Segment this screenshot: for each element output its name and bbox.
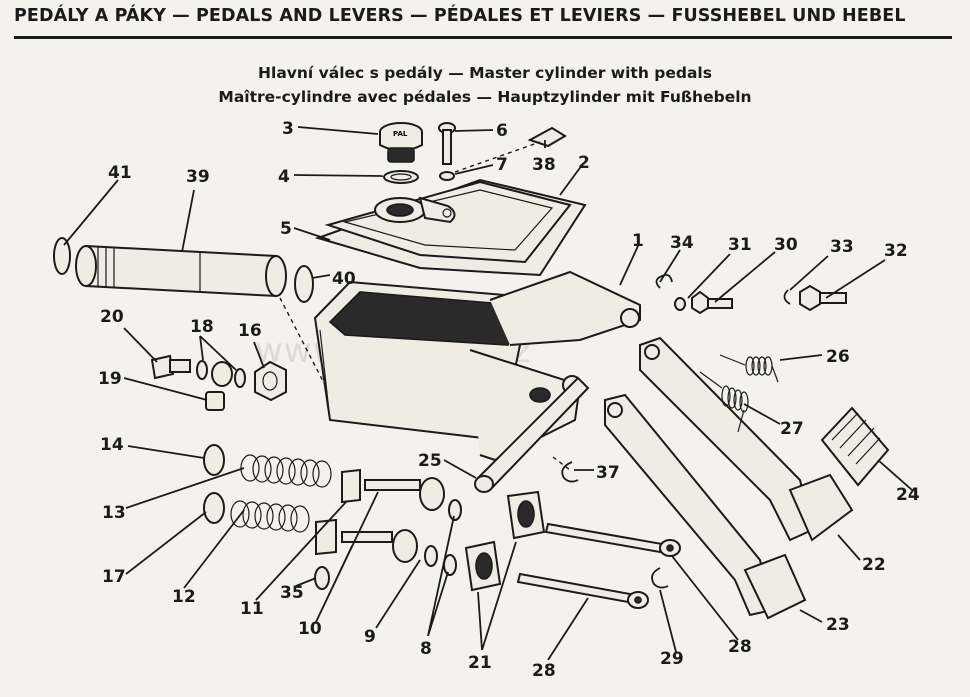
- part-number-17: 17: [102, 567, 126, 587]
- reservoir-clip: [527, 126, 567, 148]
- cup-seal: [203, 492, 225, 524]
- hex-nut: [254, 360, 287, 402]
- part-number-40: 40: [332, 269, 356, 289]
- part-number-2: 2: [578, 153, 590, 173]
- part-number-8: 8: [420, 639, 432, 659]
- part-number-3: 3: [282, 119, 294, 139]
- piston-lower: [315, 518, 418, 563]
- assembly-line: [279, 297, 326, 386]
- seal-ring: [314, 566, 330, 590]
- screw: [438, 122, 456, 165]
- part-number-32: 32: [884, 241, 908, 261]
- part-number-18: 18: [190, 317, 214, 337]
- part-number-14: 14: [100, 435, 124, 455]
- part-number-31: 31: [728, 235, 752, 255]
- pedal-rubber-pad: [820, 406, 890, 487]
- master-cylinder-body: [313, 270, 641, 462]
- brake-pedal-pad: [743, 553, 807, 620]
- part-number-7: 7: [496, 155, 508, 175]
- part-number-10: 10: [298, 619, 322, 639]
- sealing-washer: [196, 360, 208, 380]
- assembly-line: [454, 141, 541, 173]
- pedal-spring: [699, 371, 749, 433]
- part-number-6: 6: [496, 121, 508, 141]
- end-plug: [506, 490, 546, 540]
- part-number-1: 1: [632, 231, 644, 251]
- clutch-pedal-pad: [788, 473, 854, 542]
- pedal-spring: [719, 354, 779, 383]
- part-number-labels: 3 4 6 7 38 2 5 1 34 31 30 33 32 41 39 40…: [98, 119, 920, 681]
- part-number-20: 20: [100, 307, 124, 327]
- part-number-26: 26: [826, 347, 850, 367]
- pedal-shaft: [474, 376, 590, 493]
- push-rod: [516, 572, 649, 609]
- reservoir-lid: [324, 180, 572, 264]
- seal-ring: [424, 545, 438, 567]
- part-number-34: 34: [670, 233, 694, 253]
- part-number-4: 4: [278, 167, 290, 187]
- clutch-pedal-arm: [639, 336, 814, 542]
- o-ring: [53, 237, 71, 275]
- part-number-16: 16: [238, 321, 262, 341]
- part-number-11: 11: [240, 599, 264, 619]
- return-spring: [230, 500, 310, 533]
- spring-clip: [655, 273, 673, 289]
- cup-seal: [203, 444, 225, 476]
- part-number-35: 35: [280, 583, 304, 603]
- part-number-21: 21: [468, 653, 492, 673]
- part-number-28: 28: [532, 661, 556, 681]
- part-number-33: 33: [830, 237, 854, 257]
- part-number-9: 9: [364, 627, 376, 647]
- circlip: [561, 461, 579, 483]
- part-number-38: 38: [532, 155, 556, 175]
- return-spring: [240, 454, 332, 488]
- part-number-27: 27: [780, 419, 804, 439]
- o-ring: [294, 265, 314, 303]
- part-number-30: 30: [774, 235, 798, 255]
- piston-upper: [341, 468, 445, 511]
- cylinder-tube: [75, 244, 287, 298]
- part-number-24: 24: [896, 485, 920, 505]
- pivot-bolt: [799, 284, 847, 312]
- part-number-13: 13: [102, 503, 126, 523]
- circlip: [783, 289, 791, 305]
- subtitle-line-2: Maître-cylindre avec pédales — Hauptzyli…: [218, 88, 752, 106]
- bolt: [691, 290, 733, 315]
- cap-marking: PAL: [393, 130, 408, 138]
- cap-gasket: [383, 170, 419, 184]
- part-number-19: 19: [98, 369, 122, 389]
- part-number-39: 39: [186, 167, 210, 187]
- washer: [674, 297, 686, 311]
- part-number-5: 5: [280, 219, 292, 239]
- banjo-fitting: [205, 361, 233, 411]
- assembly-line: [552, 456, 571, 471]
- brake-pedal-arm: [604, 393, 774, 617]
- end-plug: [464, 540, 502, 592]
- leader-lines: [63, 126, 913, 661]
- sealing-washer: [234, 368, 246, 388]
- part-number-12: 12: [172, 587, 196, 607]
- part-number-41: 41: [108, 163, 132, 183]
- header-rule: [14, 36, 952, 39]
- washer: [439, 171, 455, 181]
- part-number-29: 29: [660, 649, 684, 669]
- push-rod: [544, 522, 681, 557]
- part-number-25: 25: [418, 451, 442, 471]
- part-number-37: 37: [596, 463, 620, 483]
- circlip: [651, 567, 669, 589]
- part-number-28: 28: [728, 637, 752, 657]
- subtitle-line-1: Hlavní válec s pedály — Master cylinder …: [258, 64, 712, 82]
- seal-ring: [448, 499, 462, 521]
- part-number-22: 22: [862, 555, 886, 575]
- header-title: PEDÁLY A PÁKY — PEDALS AND LEVERS — PÉDA…: [14, 6, 906, 26]
- banjo-bolt: [150, 354, 191, 380]
- part-number-23: 23: [826, 615, 850, 635]
- reservoir-cap: PAL: [379, 122, 423, 163]
